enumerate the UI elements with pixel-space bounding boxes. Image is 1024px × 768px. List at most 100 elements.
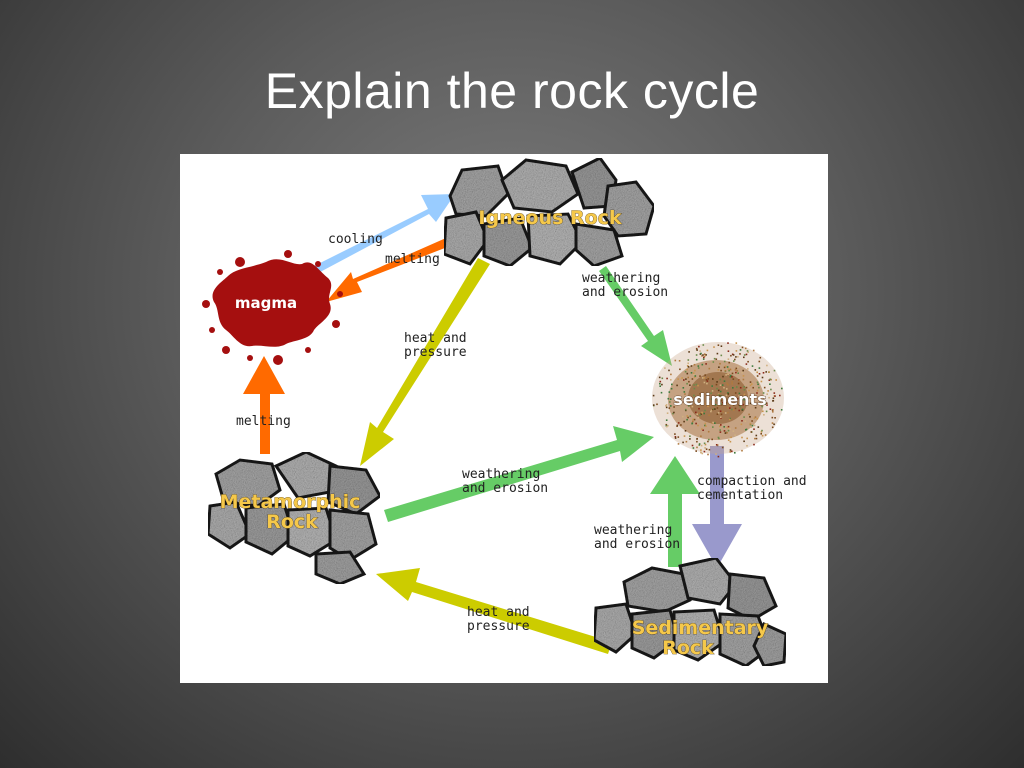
sediment-grain — [770, 388, 772, 391]
sediment-grain — [692, 372, 695, 374]
sediment-grain — [699, 414, 701, 416]
sediment-grain — [704, 374, 706, 376]
sediment-grain — [720, 402, 722, 405]
sediment-grain — [695, 347, 698, 350]
label-weathering-low-line2: and erosion — [594, 537, 680, 552]
sediment-grain — [719, 362, 721, 365]
sediment-grain — [727, 392, 729, 394]
sediment-grain — [697, 367, 700, 369]
sediment-grain — [658, 376, 661, 379]
sediment-grain — [718, 398, 721, 400]
sediment-grain — [752, 349, 755, 352]
sediment-grain — [723, 360, 726, 363]
sediment-grain — [757, 426, 760, 428]
sediment-grain — [696, 440, 698, 443]
sediment-grain — [693, 373, 695, 376]
sediment-grain — [734, 358, 736, 361]
sediment-grain — [747, 360, 749, 363]
label-heat-left-line2: pressure — [404, 345, 467, 360]
sediment-grain — [685, 378, 687, 380]
sediment-grain — [661, 377, 664, 380]
sediment-grain — [728, 369, 730, 372]
sediment-grain — [717, 444, 719, 446]
sediment-grain — [723, 426, 725, 428]
sediment-grain — [739, 353, 741, 355]
sediment-grain — [752, 386, 754, 389]
sediment-grain — [704, 424, 706, 427]
sediment-grain — [743, 398, 745, 401]
sediment-grain — [703, 442, 706, 445]
sediment-grain — [689, 384, 691, 386]
sediment-grain — [696, 446, 698, 449]
sediment-grain — [670, 379, 672, 381]
sediment-grain — [682, 415, 684, 418]
sediment-grain — [692, 418, 694, 421]
sediment-grain — [756, 371, 758, 374]
sediment-grain — [742, 378, 745, 381]
sediment-grain — [693, 376, 696, 379]
sediment-grain — [720, 404, 723, 406]
sediment-grain — [735, 350, 738, 352]
sediment-grain — [731, 398, 733, 400]
sediment-grain — [713, 346, 715, 348]
sediment-grain — [691, 405, 694, 408]
sediment-grain — [701, 452, 704, 455]
sediment-grain — [693, 387, 696, 390]
sediment-grain — [705, 363, 707, 365]
sediment-grain — [715, 453, 717, 455]
sediment-grain — [721, 401, 724, 404]
sediments-label: sediments — [673, 390, 766, 409]
sedimentary-rock-label-line2: Rock — [662, 637, 714, 659]
sediment-grain — [703, 381, 706, 384]
sediment-grain — [753, 428, 755, 430]
sediment-grain — [746, 437, 748, 440]
sediment-grain — [742, 403, 744, 406]
sediment-grain — [716, 394, 719, 397]
arrow-melting-igneous-to-magma — [326, 238, 450, 302]
sediment-grain — [716, 387, 718, 390]
sediment-grain — [729, 418, 731, 421]
sediment-grain — [718, 393, 721, 395]
arrow-melting-metamorphic-to-magma — [243, 356, 285, 454]
sediment-grain — [695, 383, 698, 386]
sediment-grain — [739, 386, 742, 389]
sediment-grain — [731, 450, 733, 453]
sediment-grain — [680, 424, 682, 426]
sediment-grain — [711, 408, 714, 411]
sediment-grain — [698, 412, 700, 414]
sediment-grain — [728, 361, 730, 364]
sediment-grain — [719, 425, 721, 428]
sediment-grain — [652, 404, 655, 406]
sediment-grain — [715, 444, 718, 446]
sediment-grain — [717, 389, 720, 392]
sediment-grain — [731, 353, 734, 356]
sediment-grain — [712, 361, 715, 363]
sediment-grain — [758, 367, 761, 369]
sediment-grain — [731, 383, 733, 385]
sediment-grain — [773, 423, 775, 426]
sediment-grain — [723, 430, 726, 432]
sediment-grain — [735, 356, 737, 358]
sediment-grain — [715, 358, 718, 360]
sediment-grain — [670, 405, 672, 407]
sediment-grain — [701, 412, 703, 414]
sediment-grain — [698, 345, 700, 348]
sediment-grain — [736, 370, 739, 372]
sediment-grain — [726, 406, 729, 409]
sediment-grain — [772, 397, 775, 399]
sediment-grain — [720, 345, 723, 347]
sediment-grain — [712, 421, 714, 424]
sediment-grain — [749, 422, 752, 425]
sediment-grain — [729, 449, 732, 451]
sediment-grain — [766, 364, 768, 367]
sediment-grain — [769, 378, 771, 381]
sediment-grain — [748, 389, 750, 392]
sediment-grain — [681, 377, 683, 379]
sediment-grain — [695, 358, 698, 361]
sediment-grain — [741, 408, 744, 411]
sediment-grain — [677, 422, 680, 424]
sediment-grain — [767, 390, 769, 392]
sediment-grain — [765, 371, 767, 373]
sediment-grain — [732, 430, 735, 432]
sediment-grain — [773, 392, 776, 394]
